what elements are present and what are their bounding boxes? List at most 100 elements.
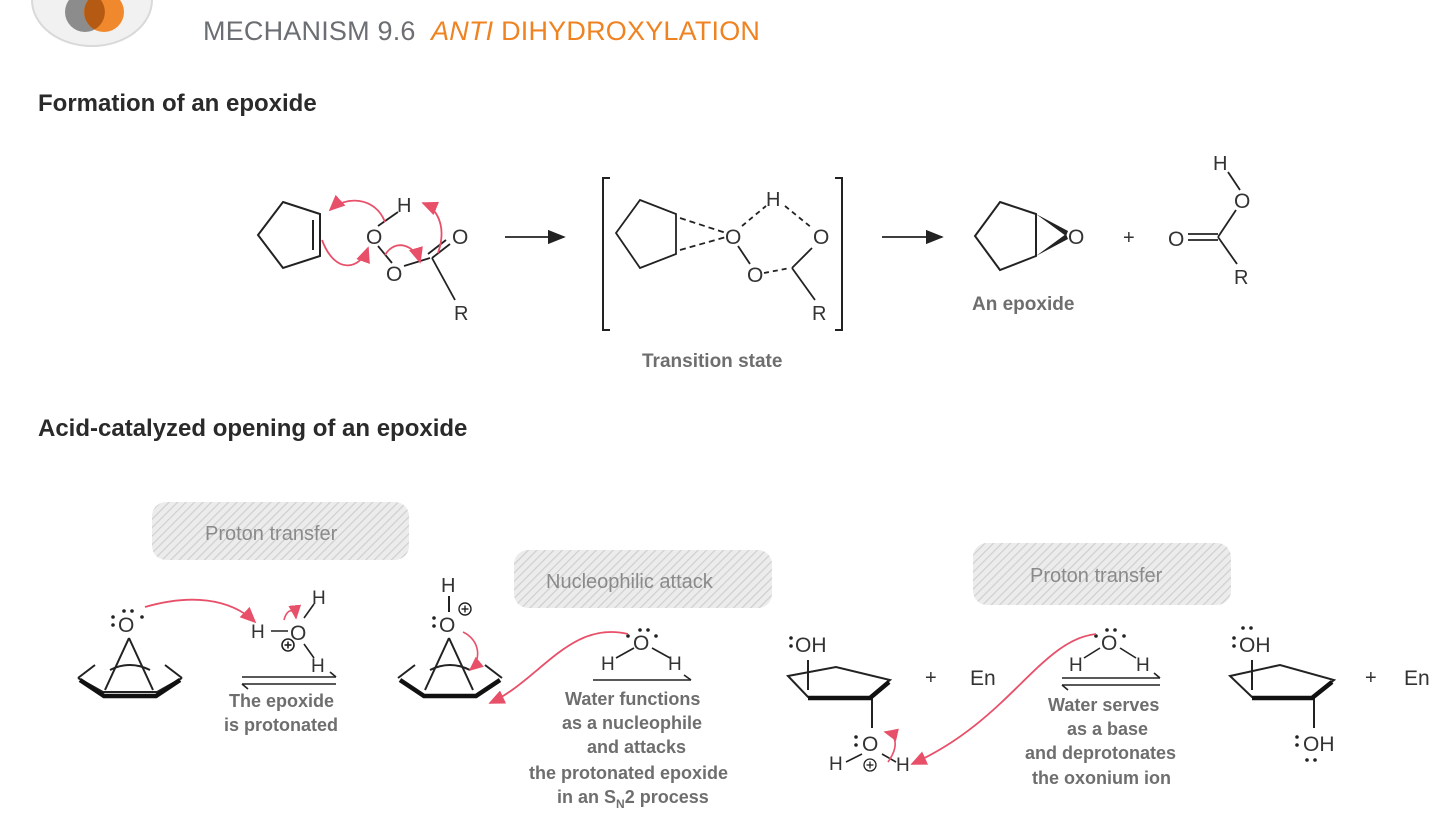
acid-h: H [1213, 153, 1227, 175]
lone-pair-oxonium-o [854, 735, 858, 747]
oxonium-bonds [845, 753, 897, 772]
step1-badge: Proton transfer [152, 502, 409, 560]
hydronium-h3: H [311, 656, 325, 677]
hydronium-h2: H [312, 588, 326, 609]
plus-3: + [1365, 667, 1377, 689]
brand-logo [31, 0, 153, 47]
epoxide-label: An epoxide [972, 294, 1074, 315]
arrow-oh-bond-2 [883, 728, 899, 763]
step2-badge: Nucleophilic attack [514, 550, 772, 608]
step2-caption-line3: and attacks [587, 737, 686, 757]
transition-state-structure [614, 198, 816, 301]
sn2-prefix: in an S [557, 787, 616, 807]
ts-o1: O [725, 226, 741, 249]
water2-h1: H [1069, 655, 1083, 676]
water-nucleophile [615, 647, 671, 659]
diol-oh-top: OH [1239, 634, 1271, 657]
step2-caption-line5: in an SN2 process [557, 787, 709, 811]
water1-o: O [633, 632, 649, 655]
forward-arrow-2 [593, 674, 692, 681]
step2-caption-line1: Water functions [565, 689, 700, 709]
peracid-r: R [454, 303, 468, 325]
step1-caption-line2: is protonated [224, 715, 338, 735]
equilibrium-arrow-3 [1061, 672, 1161, 691]
step3-caption-line2: as a base [1067, 719, 1148, 739]
epoxide-reactant-bold-edge [78, 678, 182, 699]
hydronium-h1: H [251, 622, 265, 643]
step3-caption-line1: Water serves [1048, 695, 1159, 715]
step3-badge: Proton transfer [973, 543, 1231, 605]
water2-h2: H [1136, 655, 1150, 676]
ts-h: H [766, 189, 780, 211]
epoxide-o: O [1068, 226, 1084, 249]
peroxyacid [377, 211, 456, 301]
mechanism-number: MECHANISM 9.6 [203, 16, 416, 46]
lone-pairs-diol-bottom [1295, 735, 1317, 762]
protonated-epoxide [397, 596, 503, 691]
cyclopentene [256, 200, 321, 270]
arrow-deprotonate [910, 633, 1097, 765]
protonated-epoxide-bold-edge [398, 678, 502, 699]
water2-o: O [1101, 632, 1117, 655]
electron-push-arrows [321, 194, 443, 267]
lone-pair-protonated [432, 616, 436, 628]
mechanism-header: MECHANISM 9.6 ANTI DIHYDROXYLATION [203, 16, 760, 47]
title-anti: ANTI [431, 16, 494, 46]
oxonium-oh: OH [795, 634, 827, 657]
hydronium [271, 603, 315, 659]
carboxylic-acid [1188, 171, 1241, 265]
arrow-o-to-h [144, 598, 257, 624]
oxonium-o: O [862, 733, 878, 756]
acid-o2: O [1234, 190, 1250, 213]
peracid-h: H [397, 195, 411, 217]
diol-oh-bottom: OH [1303, 733, 1335, 756]
peracid-o1: O [366, 226, 382, 249]
hydronium-o: O [290, 622, 306, 645]
peracid-o2: O [386, 263, 402, 286]
plus-2: + [925, 667, 937, 689]
arrow-co-cleave [462, 631, 484, 672]
protonated-o: O [439, 614, 455, 637]
transition-state-label: Transition state [642, 351, 782, 372]
step2-caption-line4: the protonated epoxide [529, 763, 728, 783]
title-rest: DIHYDROXYLATION [501, 16, 761, 46]
acid-r: R [1234, 267, 1248, 289]
step2-caption-line2: as a nucleophile [562, 713, 702, 733]
lone-pairs-water1 [626, 628, 658, 638]
water-base [1083, 647, 1137, 659]
step2-badge-label: Nucleophilic attack [546, 571, 714, 593]
plus-1: + [1123, 227, 1135, 249]
oxonium-bold-edge [808, 680, 891, 701]
water1-h2: H [668, 654, 682, 675]
epoxide-reactant [77, 637, 183, 693]
enantiomer-2: En [1404, 667, 1430, 690]
transition-state-brackets [602, 177, 843, 331]
water1-h1: H [601, 654, 615, 675]
protonated-h: H [441, 575, 455, 597]
arrow-oh-bond [283, 604, 302, 621]
acid-o1: O [1168, 228, 1184, 251]
section-title-opening: Acid-catalyzed opening of an epoxide [38, 415, 468, 442]
equilibrium-arrow-1 [241, 671, 337, 690]
epoxide-product [973, 200, 1037, 272]
ts-r: R [812, 303, 826, 325]
lone-pairs-epoxide1 [111, 609, 144, 627]
enantiomer-1: En [970, 667, 996, 690]
oxonium-h1: H [829, 754, 843, 775]
oxonium-h2: H [896, 755, 910, 776]
epoxide1-o: O [118, 614, 134, 637]
arrow-water-attack [488, 631, 629, 704]
step1-caption-line1: The epoxide [229, 691, 334, 711]
step3-badge-label: Proton transfer [1030, 565, 1163, 587]
diol-bold-edge [1252, 680, 1334, 701]
step1-badge-label: Proton transfer [205, 523, 338, 545]
section-title-formation: Formation of an epoxide [38, 90, 317, 117]
sn2-suffix: 2 process [625, 787, 709, 807]
peracid-o3: O [452, 226, 468, 249]
ts-o2: O [813, 226, 829, 249]
epoxide-wedge-bottom [1036, 234, 1068, 256]
step3-caption-line4: the oxonium ion [1032, 768, 1171, 788]
ts-o3: O [747, 264, 763, 287]
lone-pairs-diol-top [1232, 626, 1253, 648]
